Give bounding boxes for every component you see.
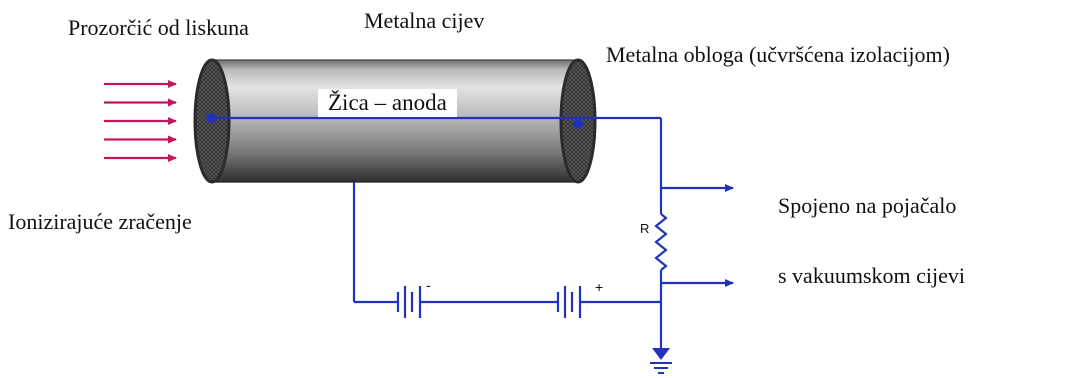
anode-dot-right xyxy=(573,119,583,129)
label-metal-tube: Metalna cijev xyxy=(364,8,485,33)
label-mica-window: Prozorčić od liskuna xyxy=(68,15,249,40)
circuit-wires xyxy=(211,116,734,348)
battery-plus-sign: + xyxy=(595,279,604,295)
label-anode-wire: Žica – anoda xyxy=(318,89,457,117)
tube-body xyxy=(212,60,578,182)
label-metal-coating: Metalna obloga (učvršćena izolacijom) xyxy=(606,42,950,67)
label-ionizing-radiation: Ionizirajuće zračenje xyxy=(8,209,192,234)
radiation-arrows xyxy=(104,80,177,162)
ground-icon xyxy=(650,348,672,374)
label-resistor: R xyxy=(640,221,650,236)
anode-dot-left xyxy=(206,113,216,123)
resistor xyxy=(654,213,668,271)
label-amplifier-line1: Spojeno na pojačalo xyxy=(778,193,957,218)
label-amplifier-line2: s vakuumskom cijevi xyxy=(778,263,965,288)
metal-tube xyxy=(193,58,597,184)
battery-left xyxy=(396,286,422,318)
battery-minus-sign: - xyxy=(426,277,431,293)
battery-right xyxy=(556,286,582,318)
